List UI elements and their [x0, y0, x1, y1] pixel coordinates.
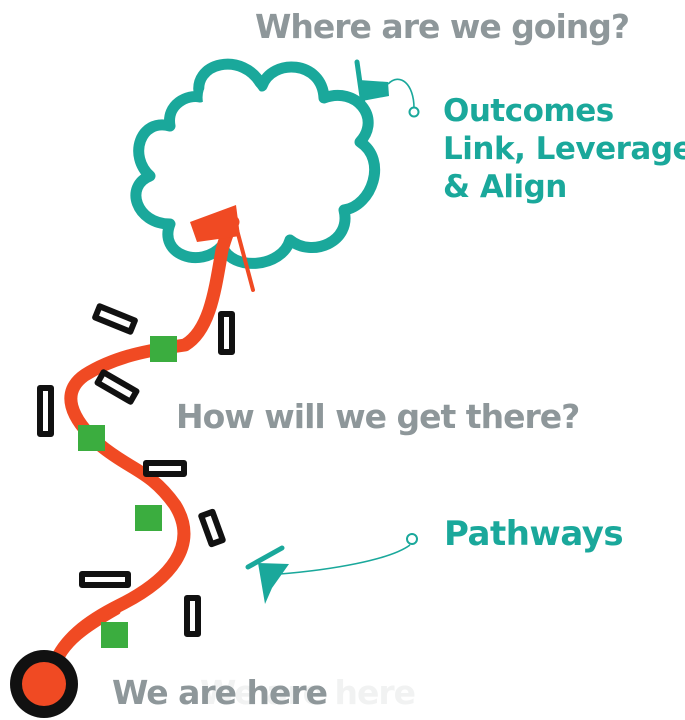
milestone-marker — [78, 425, 105, 451]
start-label-ghost: We are here — [200, 673, 416, 712]
question-where-going: Where are we going? — [255, 7, 630, 46]
start-point-icon — [10, 650, 78, 718]
road-marker — [143, 460, 187, 477]
outcomes-line: Outcomes — [443, 93, 614, 129]
road-marker — [92, 303, 138, 335]
start-label: We are here — [112, 673, 328, 712]
cloud-icon — [130, 58, 381, 269]
flag-icon — [245, 533, 418, 604]
road-markers — [37, 303, 235, 637]
milestone-marker — [150, 336, 177, 362]
road-marker — [184, 595, 201, 637]
milestone-marker — [101, 622, 128, 648]
flag-icon — [354, 59, 420, 118]
milestone-marker — [135, 505, 162, 531]
arrow-head-icon — [190, 205, 255, 292]
road-marker — [94, 369, 140, 405]
milestone-markers — [78, 336, 177, 648]
outcomes-line: & Align — [443, 169, 567, 205]
road-marker — [218, 311, 235, 355]
question-how-get-there: How will we get there? — [176, 397, 580, 436]
road-marker — [198, 508, 226, 548]
outcomes-line: Link, Leverage — [443, 131, 685, 167]
outcomes-label: Outcomes Link, Leverage & Align — [443, 92, 685, 206]
road-marker — [79, 571, 131, 588]
pathways-label: Pathways — [444, 514, 624, 554]
road-marker — [37, 385, 54, 437]
